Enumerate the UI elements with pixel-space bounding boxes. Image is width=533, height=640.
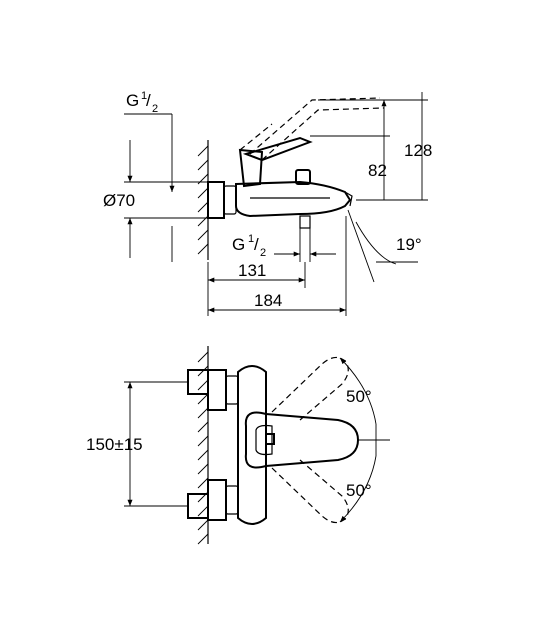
faucet-body: [235, 180, 353, 218]
lever-angle-up: 50°: [346, 387, 372, 406]
inlet-spacing: 150±15: [86, 435, 143, 454]
lever-top-view: [244, 411, 360, 469]
lever-swung-up-dashed: [271, 356, 349, 421]
svg-text:1: 1: [248, 233, 254, 245]
wall-hatching-top: [197, 140, 209, 260]
length-dims: 131 184: [207, 216, 347, 316]
wall-hatching-bottom: [197, 346, 209, 545]
inlet-thread-label: G 1 / 2: [124, 90, 175, 192]
inlet-union-bottom: [187, 479, 239, 521]
lever-angle-dims: 50° 50°: [339, 357, 390, 523]
lever-swung-down-dashed: [271, 459, 349, 524]
rosette: [207, 181, 237, 219]
svg-text:1: 1: [141, 90, 147, 102]
svg-text:G: G: [232, 235, 245, 254]
svg-text:G: G: [126, 91, 139, 110]
height-inner: 82: [368, 161, 387, 180]
outlet-connection: [299, 215, 311, 262]
svg-text:2: 2: [260, 247, 266, 259]
spout-angle-dim: 19°: [347, 209, 422, 283]
top-view: 50° 50° 150±15: [86, 346, 390, 545]
diverter-knob: [295, 169, 311, 185]
height-dims: 128 82: [310, 92, 432, 201]
svg-text:/: /: [254, 235, 259, 254]
inlet-union-top: [187, 369, 239, 411]
rosette-diameter: Ø70: [103, 191, 135, 210]
spout-angle: 19°: [396, 235, 422, 254]
side-view: G 1 / 2 Ø70 128 82: [103, 90, 432, 316]
svg-text:2: 2: [152, 103, 158, 115]
inlet-spacing-dim: 150±15: [86, 381, 188, 507]
body-top-view: [237, 365, 267, 525]
lever-angle-down: 50°: [346, 481, 372, 500]
svg-text:/: /: [146, 91, 151, 110]
lever-handle: [238, 136, 313, 188]
length-short: 131: [238, 261, 266, 280]
rosette-diameter-dim: Ø70: [103, 140, 208, 262]
lever-handle-open-dashed: [239, 97, 385, 161]
outlet-thread-label: G 1 / 2: [232, 233, 336, 259]
height-outer: 128: [404, 141, 432, 160]
length-long: 184: [254, 291, 282, 310]
